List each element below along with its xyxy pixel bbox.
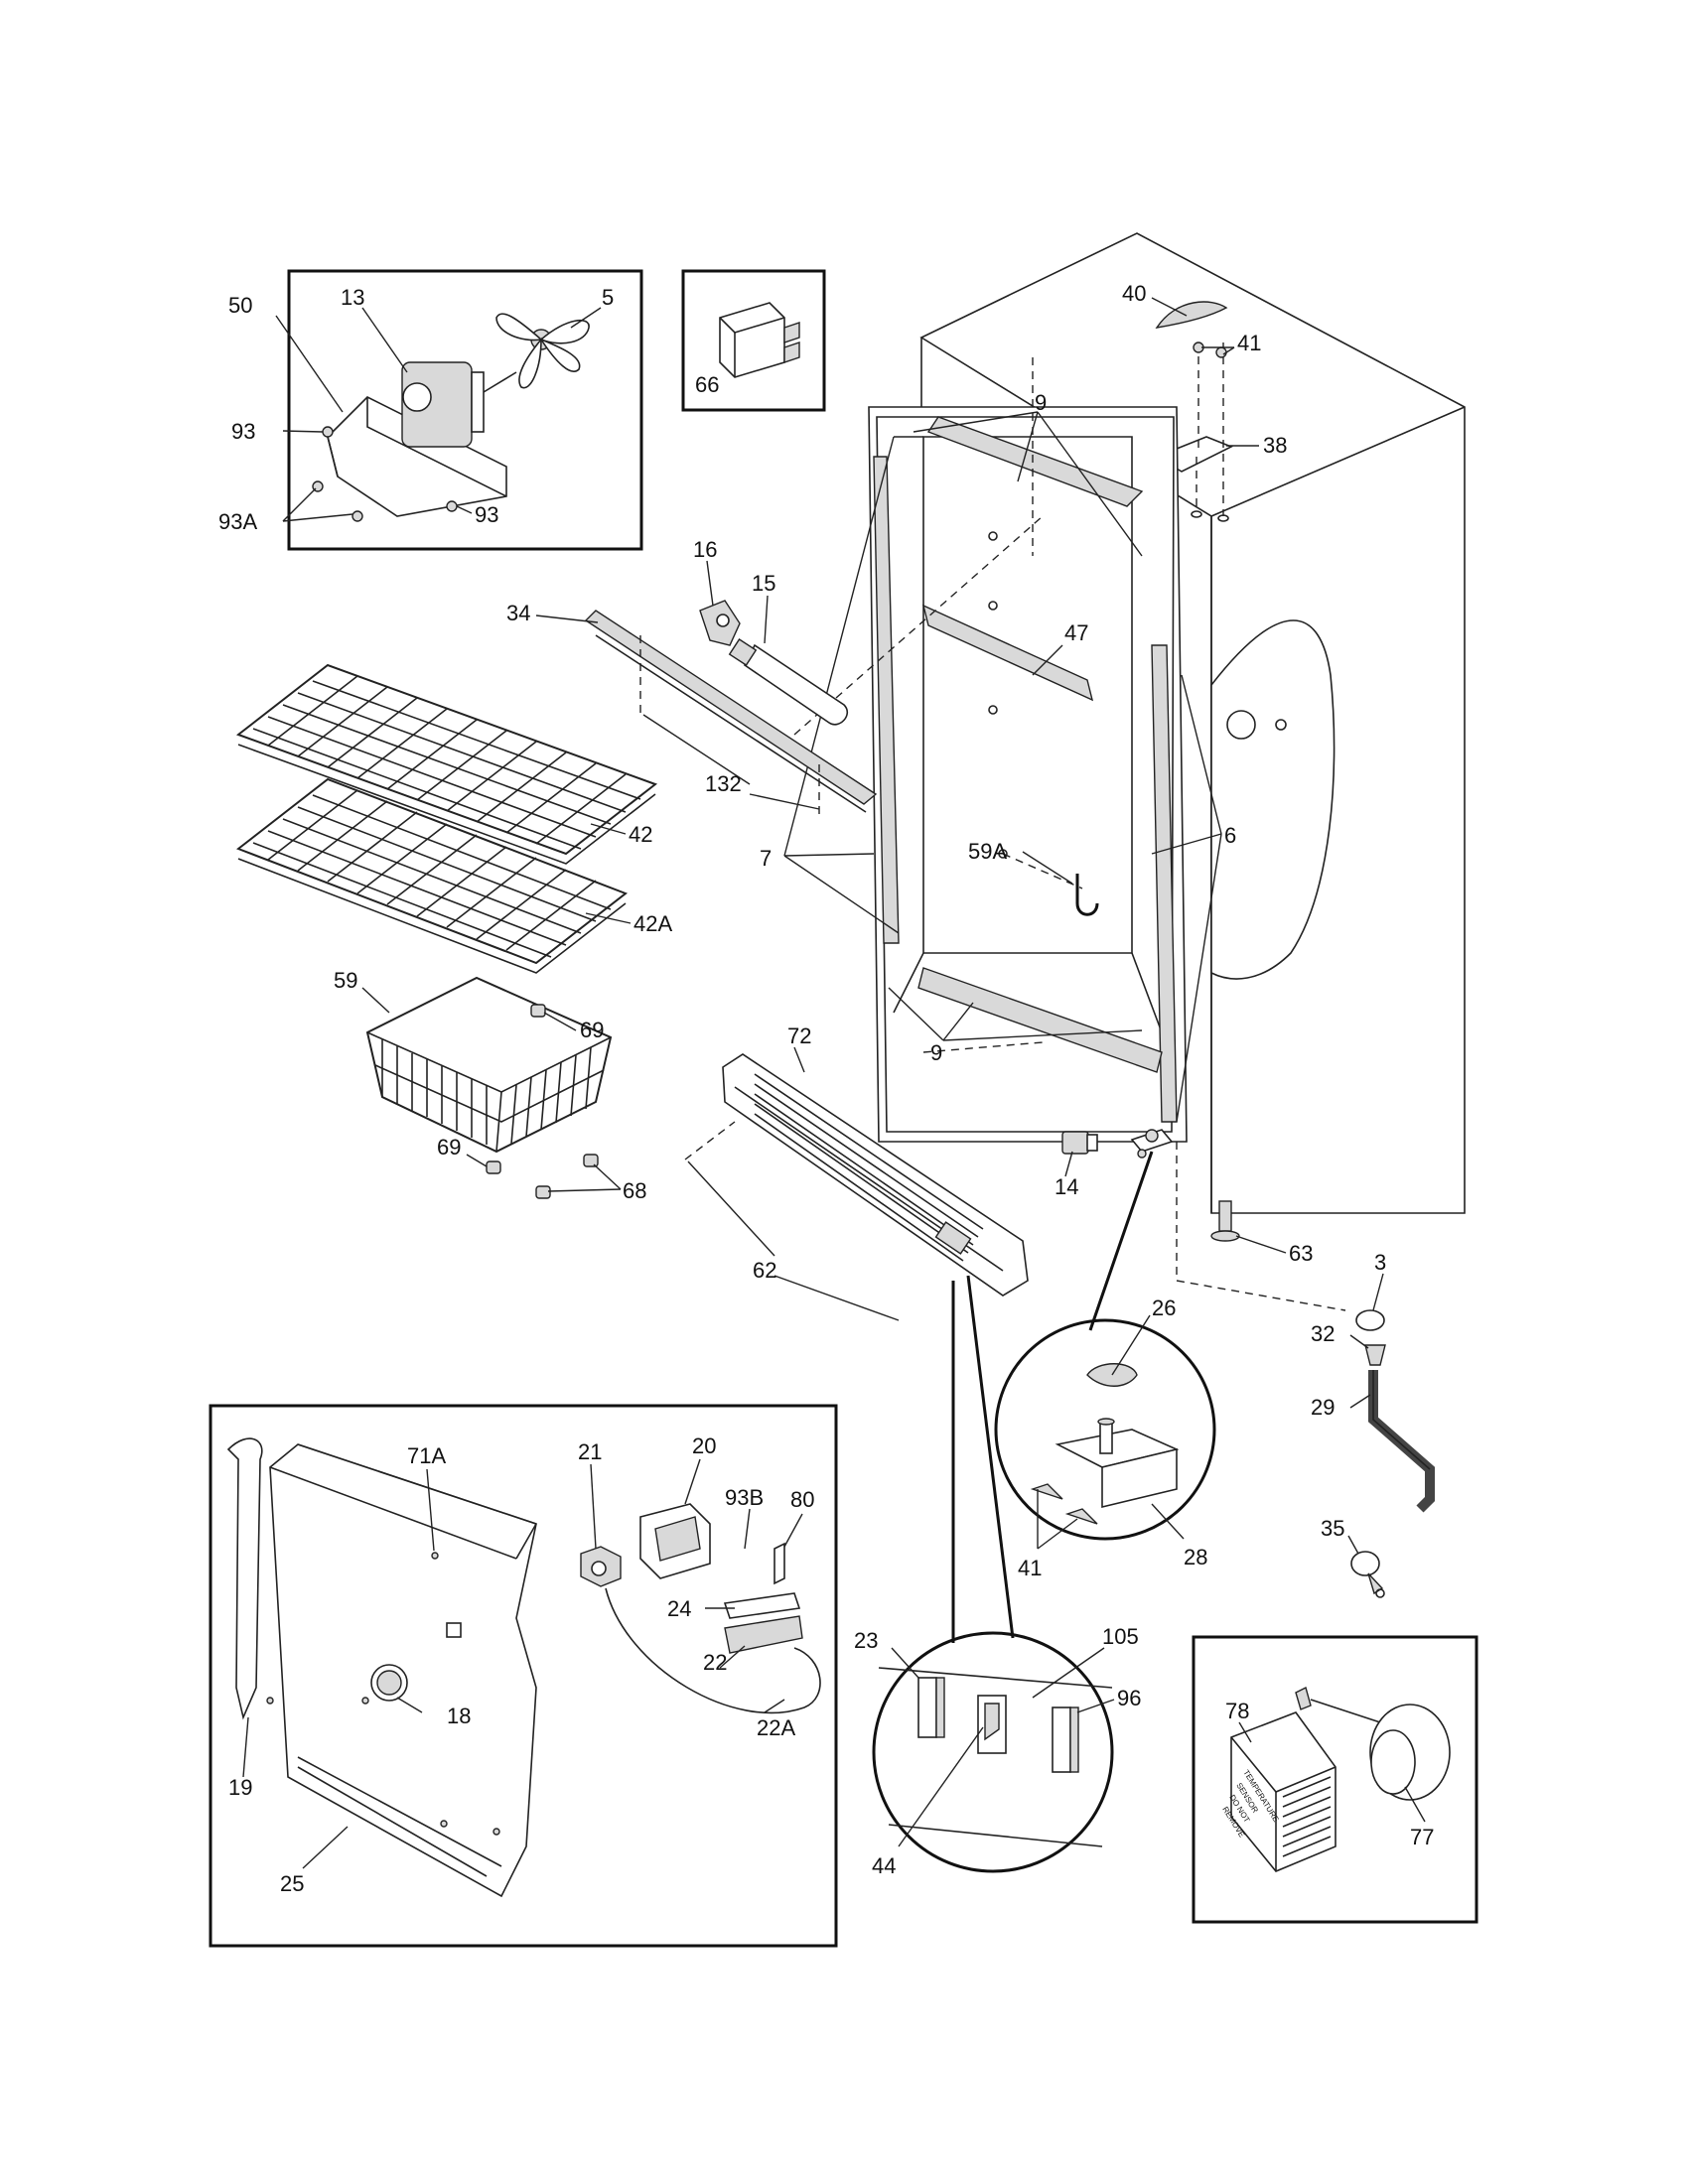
callout-5: 5: [602, 285, 614, 310]
callout-78: 78: [1225, 1699, 1249, 1723]
callout-69: 69: [580, 1018, 604, 1042]
callout-26: 26: [1152, 1296, 1176, 1320]
handle-parts: 3 32 29 35: [1311, 1250, 1435, 1598]
callout-13: 13: [341, 285, 364, 310]
control-knob-icon: [639, 1503, 711, 1579]
relay-inset: 66: [681, 269, 826, 412]
callout-15: 15: [752, 571, 775, 596]
callout-18: 18: [447, 1704, 471, 1728]
wire-basket-icon: [365, 976, 613, 1154]
callout-23: 23: [854, 1628, 878, 1653]
wire-shelves: 42 42A: [235, 663, 672, 974]
door-liner: 9 9 47 7 6 59A: [760, 357, 1236, 1143]
shelf-42A-icon: [235, 777, 629, 974]
callout-72: 72: [787, 1024, 811, 1048]
callout-9: 9: [930, 1040, 942, 1065]
switch-icon: [1061, 1131, 1098, 1155]
shelf-42-icon: [235, 663, 658, 865]
callout-19: 19: [228, 1775, 252, 1800]
light-bulb-icon: [728, 638, 849, 726]
control-panel-detail: 23 105 96 44: [854, 1275, 1141, 1878]
callout-66: 66: [695, 372, 719, 397]
callout-80: 80: [790, 1487, 814, 1512]
light-lens-96-icon: [1052, 1706, 1079, 1773]
callout-40: 40: [1122, 281, 1146, 306]
light-socket-icon: [699, 600, 741, 646]
callout-9: 9: [1035, 390, 1047, 415]
callout-41: 41: [1018, 1556, 1042, 1580]
callout-96: 96: [1117, 1686, 1141, 1710]
temp-sensor-inset: TEMPERATURE SENSOR DO NOT REMOVE 78 77: [1192, 1635, 1478, 1924]
callout-93: 93: [231, 419, 255, 444]
callout-7: 7: [760, 846, 772, 871]
basket-assembly: 59 69 69 68: [334, 968, 646, 1203]
callout-93B: 93B: [725, 1485, 764, 1510]
callout-38: 38: [1263, 433, 1287, 458]
callout-22: 22: [703, 1650, 727, 1675]
callout-77: 77: [1410, 1825, 1434, 1849]
callout-63: 63: [1289, 1241, 1313, 1266]
callout-42: 42: [629, 822, 652, 847]
callout-21: 21: [578, 1439, 602, 1464]
callout-62: 62: [753, 1258, 776, 1283]
callout-28: 28: [1184, 1545, 1207, 1570]
callout-59A: 59A: [968, 839, 1007, 864]
callout-6: 6: [1224, 823, 1236, 848]
callout-71A: 71A: [407, 1443, 446, 1468]
callout-22A: 22A: [757, 1715, 795, 1740]
thermostat-icon: [580, 1546, 622, 1587]
bottom-hardware: 14 63 26 28 41: [994, 1129, 1346, 1580]
callout-132: 132: [705, 771, 742, 796]
callout-32: 32: [1311, 1321, 1335, 1346]
power-switch-44-icon: [977, 1695, 1007, 1754]
callout-20: 20: [692, 1433, 716, 1458]
callout-68: 68: [623, 1178, 646, 1203]
callout-93: 93: [475, 502, 498, 527]
callout-14: 14: [1055, 1174, 1078, 1199]
callout-50: 50: [228, 293, 252, 318]
callout-105: 105: [1102, 1624, 1139, 1649]
callout-69: 69: [437, 1135, 461, 1160]
callout-3: 3: [1374, 1250, 1386, 1275]
callout-34: 34: [506, 601, 530, 625]
light-lens-23-icon: [917, 1677, 945, 1738]
callout-93A: 93A: [218, 509, 257, 534]
leveler-icon: [1210, 1200, 1240, 1242]
callout-29: 29: [1311, 1395, 1335, 1420]
callout-44: 44: [872, 1853, 896, 1878]
callout-47: 47: [1064, 620, 1088, 645]
temperature-sensor-icon: TEMPERATURE SENSOR DO NOT REMOVE: [1220, 1711, 1336, 1872]
callout-59: 59: [334, 968, 357, 993]
control-housing-inset: 71A 21 20 93B 80 24 22 22A 18 19 25: [209, 1404, 838, 1948]
light-assembly: 16 15 34 132: [506, 537, 878, 819]
callout-25: 25: [280, 1871, 304, 1896]
callout-42A: 42A: [633, 911, 672, 936]
kickplate: 72 62: [684, 1024, 1029, 1321]
wrench-icon: [1368, 1370, 1435, 1513]
sensor-cup-icon: [1369, 1704, 1451, 1801]
callout-35: 35: [1321, 1516, 1344, 1541]
hinge-pin-icon: [1055, 1363, 1180, 1509]
fan-blade-icon: [495, 313, 590, 389]
clip-icon: [1350, 1551, 1385, 1598]
fan-motor-inset: 13 5 50 93 93 93A: [218, 269, 643, 551]
callout-41: 41: [1237, 331, 1261, 355]
callout-24: 24: [667, 1596, 691, 1621]
callout-16: 16: [693, 537, 717, 562]
